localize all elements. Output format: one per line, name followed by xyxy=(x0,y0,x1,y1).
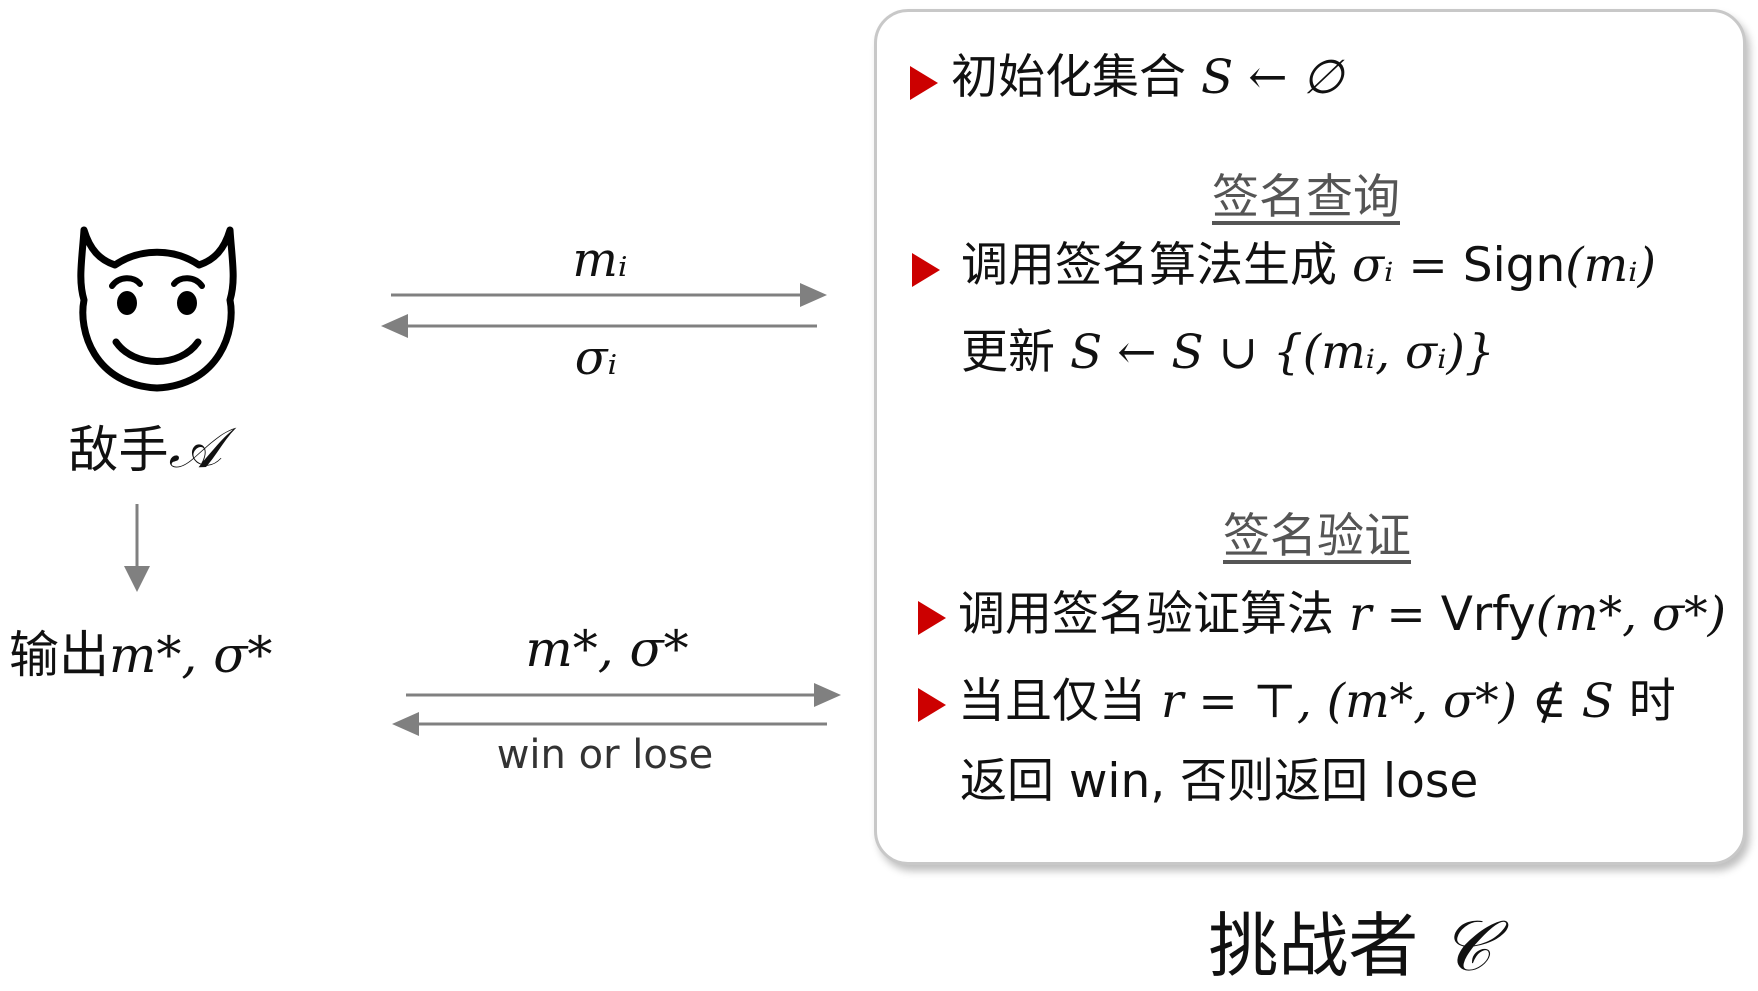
challenger-box xyxy=(874,9,1746,865)
bullet-icon xyxy=(910,66,938,100)
result-return-arrow xyxy=(392,712,827,736)
sign-step-1-math: σᵢ = xyxy=(1351,238,1463,293)
sign-args: (mᵢ) xyxy=(1565,238,1656,293)
bullet-icon xyxy=(912,253,940,287)
init-text: 初始化集合 xyxy=(951,50,1186,105)
output-text: 输出 xyxy=(9,626,109,684)
sign-func: Sign xyxy=(1462,238,1566,293)
challenger-label-text: 挑战者 xyxy=(1208,905,1419,987)
verify-step-1: 调用签名验证算法 r = Vrfy(m*, σ*) xyxy=(958,587,1726,643)
devil-face-icon xyxy=(77,226,237,392)
sign-step-1: 调用签名算法生成 σᵢ = Sign(mᵢ) xyxy=(961,238,1656,294)
verify-step-2-math: r = ⊤, (m*, σ*) ∉ S xyxy=(1160,674,1614,729)
output-math: m*, σ* xyxy=(109,626,273,684)
adversary-label: 敌手𝒜 xyxy=(69,410,222,482)
sign-step-2: 更新 S ← S ∪ {(mᵢ, σᵢ)} xyxy=(961,325,1495,381)
verify-step-2-text: 当且仅当 xyxy=(958,674,1146,729)
verify-step-2: 当且仅当 r = ⊤, (m*, σ*) ∉ S 时 xyxy=(958,674,1676,730)
bullet-icon xyxy=(918,688,946,722)
vrfy-func: Vrfy xyxy=(1440,587,1536,642)
adversary-output: 输出m*, σ* xyxy=(9,615,272,687)
forge-send-label: m*, σ* xyxy=(525,620,689,678)
query-send-label: mᵢ xyxy=(572,232,628,288)
bullet-icon xyxy=(918,601,946,635)
verify-step-1-text: 调用签名验证算法 xyxy=(958,587,1334,642)
init-math: S ← ∅ xyxy=(1200,50,1344,105)
challenger-symbol: 𝒞 xyxy=(1440,905,1492,987)
query-return-label: σᵢ xyxy=(574,330,618,386)
vrfy-args: (m*, σ*) xyxy=(1535,587,1726,642)
verify-step-3: 返回 win, 否则返回 lose xyxy=(960,754,1479,809)
verify-heading: 签名验证 xyxy=(1223,509,1411,564)
init-line: 初始化集合 S ← ∅ xyxy=(951,50,1343,106)
sign-step-1-text: 调用签名算法生成 xyxy=(961,238,1337,293)
sign-step-2-math: S ← S ∪ {(mᵢ, σᵢ)} xyxy=(1069,325,1495,380)
query-send-arrow xyxy=(391,283,827,307)
adversary-label-text: 敌手 xyxy=(68,421,169,479)
forge-send-arrow xyxy=(406,683,841,707)
sign-step-2-text: 更新 xyxy=(961,325,1055,380)
output-arrow xyxy=(124,504,150,592)
challenger-label: 挑战者 𝒞 xyxy=(1208,890,1491,991)
verify-step-1-math: r = xyxy=(1348,587,1441,642)
sign-query-heading: 签名查询 xyxy=(1212,170,1400,225)
verify-step-2-suffix: 时 xyxy=(1628,674,1676,729)
result-return-label: win or lose xyxy=(496,732,714,778)
adversary-symbol: 𝒜 xyxy=(168,416,222,481)
query-return-arrow xyxy=(381,314,817,338)
